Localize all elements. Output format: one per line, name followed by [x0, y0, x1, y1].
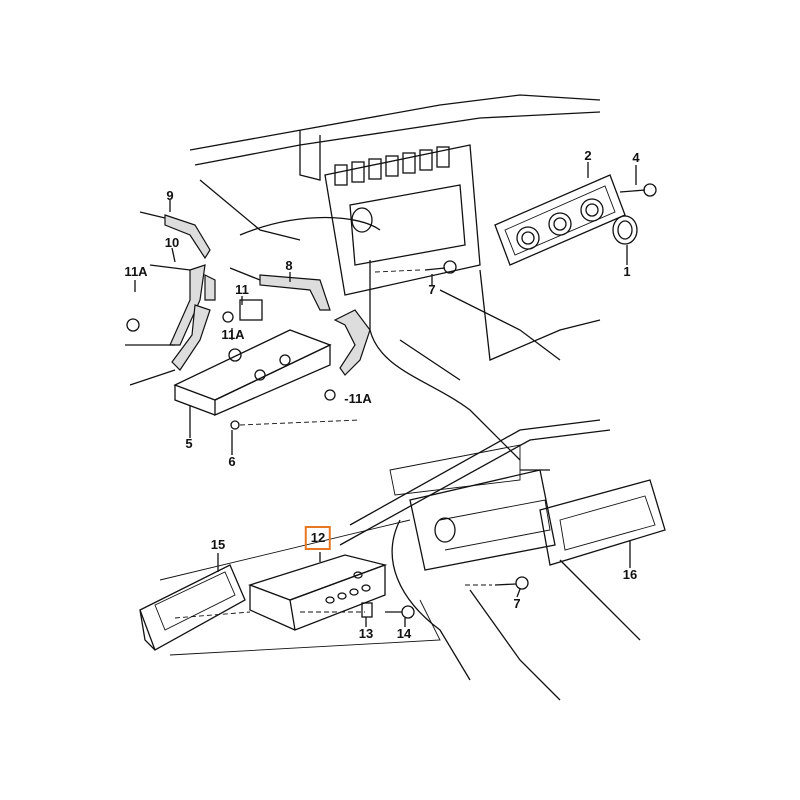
callout-4: 4 — [632, 150, 640, 165]
radio-unit — [174, 554, 415, 631]
callout-6: 6 — [228, 454, 236, 469]
callout-8: 8 — [285, 258, 293, 273]
callout-5: 5 — [185, 436, 193, 451]
callout-10: 10 — [164, 235, 180, 250]
upper-dashboard — [189, 94, 601, 461]
lower-dashboard — [159, 419, 666, 701]
callout-12-highlighted[interactable]: 12 — [304, 526, 332, 550]
callout-11: 11 — [235, 282, 249, 297]
callout-15: 15 — [210, 537, 226, 552]
callout-16: 16 — [622, 567, 638, 582]
callout-7: 7 — [513, 596, 521, 611]
cables — [125, 211, 371, 386]
callout-7: 7 — [428, 282, 436, 297]
callout-13: 13 — [358, 626, 374, 641]
callout-2: 2 — [584, 148, 592, 163]
callout-11a: -11A — [344, 391, 372, 406]
mounting-frame — [139, 564, 246, 651]
callout-1: 1 — [623, 264, 631, 279]
heater-control-unit — [126, 299, 361, 430]
control-panel-trim — [374, 174, 657, 274]
callout-11a: 11A — [124, 264, 148, 279]
callout-9: 9 — [166, 188, 174, 203]
callout-11a: 11A — [221, 327, 245, 342]
leader-lines — [134, 162, 637, 627]
callout-14: 14 — [396, 626, 412, 641]
